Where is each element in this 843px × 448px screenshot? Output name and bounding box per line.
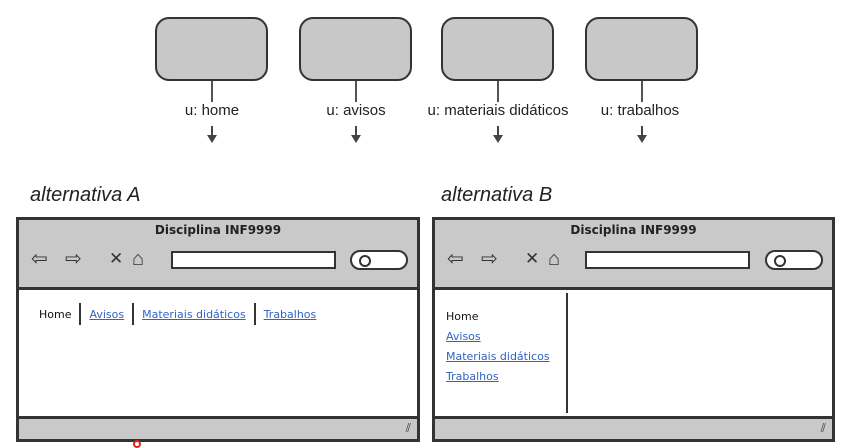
- alternative-a-title: alternativa A: [30, 184, 141, 206]
- status-bar: ⫽: [19, 416, 417, 439]
- arrow-right-icon[interactable]: ⇨: [65, 248, 82, 270]
- nav-divider: [253, 303, 256, 325]
- screen-box-materiais: [441, 17, 554, 81]
- search-icon: [774, 255, 786, 267]
- browser-toolbar: Disciplina INF9999 ⇦ ⇨ ✕ ⌂: [435, 220, 832, 290]
- nav-link-materiais[interactable]: Materiais didáticos: [142, 307, 246, 321]
- nav-link-trabalhos[interactable]: Trabalhos: [263, 307, 317, 321]
- url-input[interactable]: [585, 251, 750, 269]
- search-button[interactable]: [765, 250, 823, 270]
- connector-line: [355, 81, 357, 102]
- arrow-right-icon[interactable]: ⇨: [481, 248, 498, 270]
- flow-label-home: u: home: [184, 102, 240, 119]
- window-title: Disciplina INF9999: [570, 223, 697, 237]
- screen-box-home: [155, 17, 268, 81]
- search-icon: [359, 255, 371, 267]
- connector-line: [497, 81, 499, 102]
- nav-link-materiais[interactable]: Materiais didáticos: [446, 350, 550, 363]
- home-icon[interactable]: ⌂: [548, 248, 561, 270]
- nav-link-trabalhos[interactable]: Trabalhos: [446, 370, 499, 383]
- connector-line: [211, 81, 213, 102]
- nav-divider: [79, 303, 82, 325]
- url-input[interactable]: [171, 251, 336, 269]
- browser-mockup-a: Disciplina INF9999 ⇦ ⇨ ✕ ⌂ Home Avisos M…: [16, 217, 420, 442]
- close-icon[interactable]: ✕: [525, 249, 540, 268]
- close-icon[interactable]: ✕: [109, 249, 124, 268]
- nav-item-home[interactable]: Home: [446, 310, 479, 323]
- vertical-nav: Home Avisos Materiais didáticos Trabalho…: [446, 307, 550, 387]
- resize-grip-icon[interactable]: ⫽: [820, 421, 826, 435]
- flow-label-trabalhos: u: trabalhos: [600, 102, 680, 119]
- arrow-left-icon[interactable]: ⇦: [447, 248, 464, 270]
- flow-label-avisos: u: avisos: [326, 102, 386, 119]
- browser-mockup-b: Disciplina INF9999 ⇦ ⇨ ✕ ⌂ Home Avisos M…: [432, 217, 835, 442]
- horizontal-nav: Home Avisos Materiais didáticos Trabalho…: [31, 303, 324, 325]
- nav-item-home[interactable]: Home: [39, 307, 72, 321]
- screen-box-avisos: [299, 17, 412, 81]
- nav-link-avisos[interactable]: Avisos: [446, 330, 481, 343]
- sidebar-divider: [566, 293, 568, 413]
- status-bar: ⫽: [435, 416, 832, 439]
- nav-divider: [132, 303, 135, 325]
- resize-grip-icon[interactable]: ⫽: [405, 421, 411, 435]
- nav-link-avisos[interactable]: Avisos: [89, 307, 125, 321]
- flow-label-materiais: u: materiais didáticos: [427, 102, 569, 119]
- home-icon[interactable]: ⌂: [132, 248, 145, 270]
- connector-line: [641, 81, 643, 102]
- search-button[interactable]: [350, 250, 408, 270]
- screen-box-trabalhos: [585, 17, 698, 81]
- window-title: Disciplina INF9999: [154, 223, 282, 237]
- arrow-left-icon[interactable]: ⇦: [31, 248, 48, 270]
- alternative-b-title: alternativa B: [441, 184, 553, 206]
- browser-toolbar: Disciplina INF9999 ⇦ ⇨ ✕ ⌂: [19, 220, 417, 290]
